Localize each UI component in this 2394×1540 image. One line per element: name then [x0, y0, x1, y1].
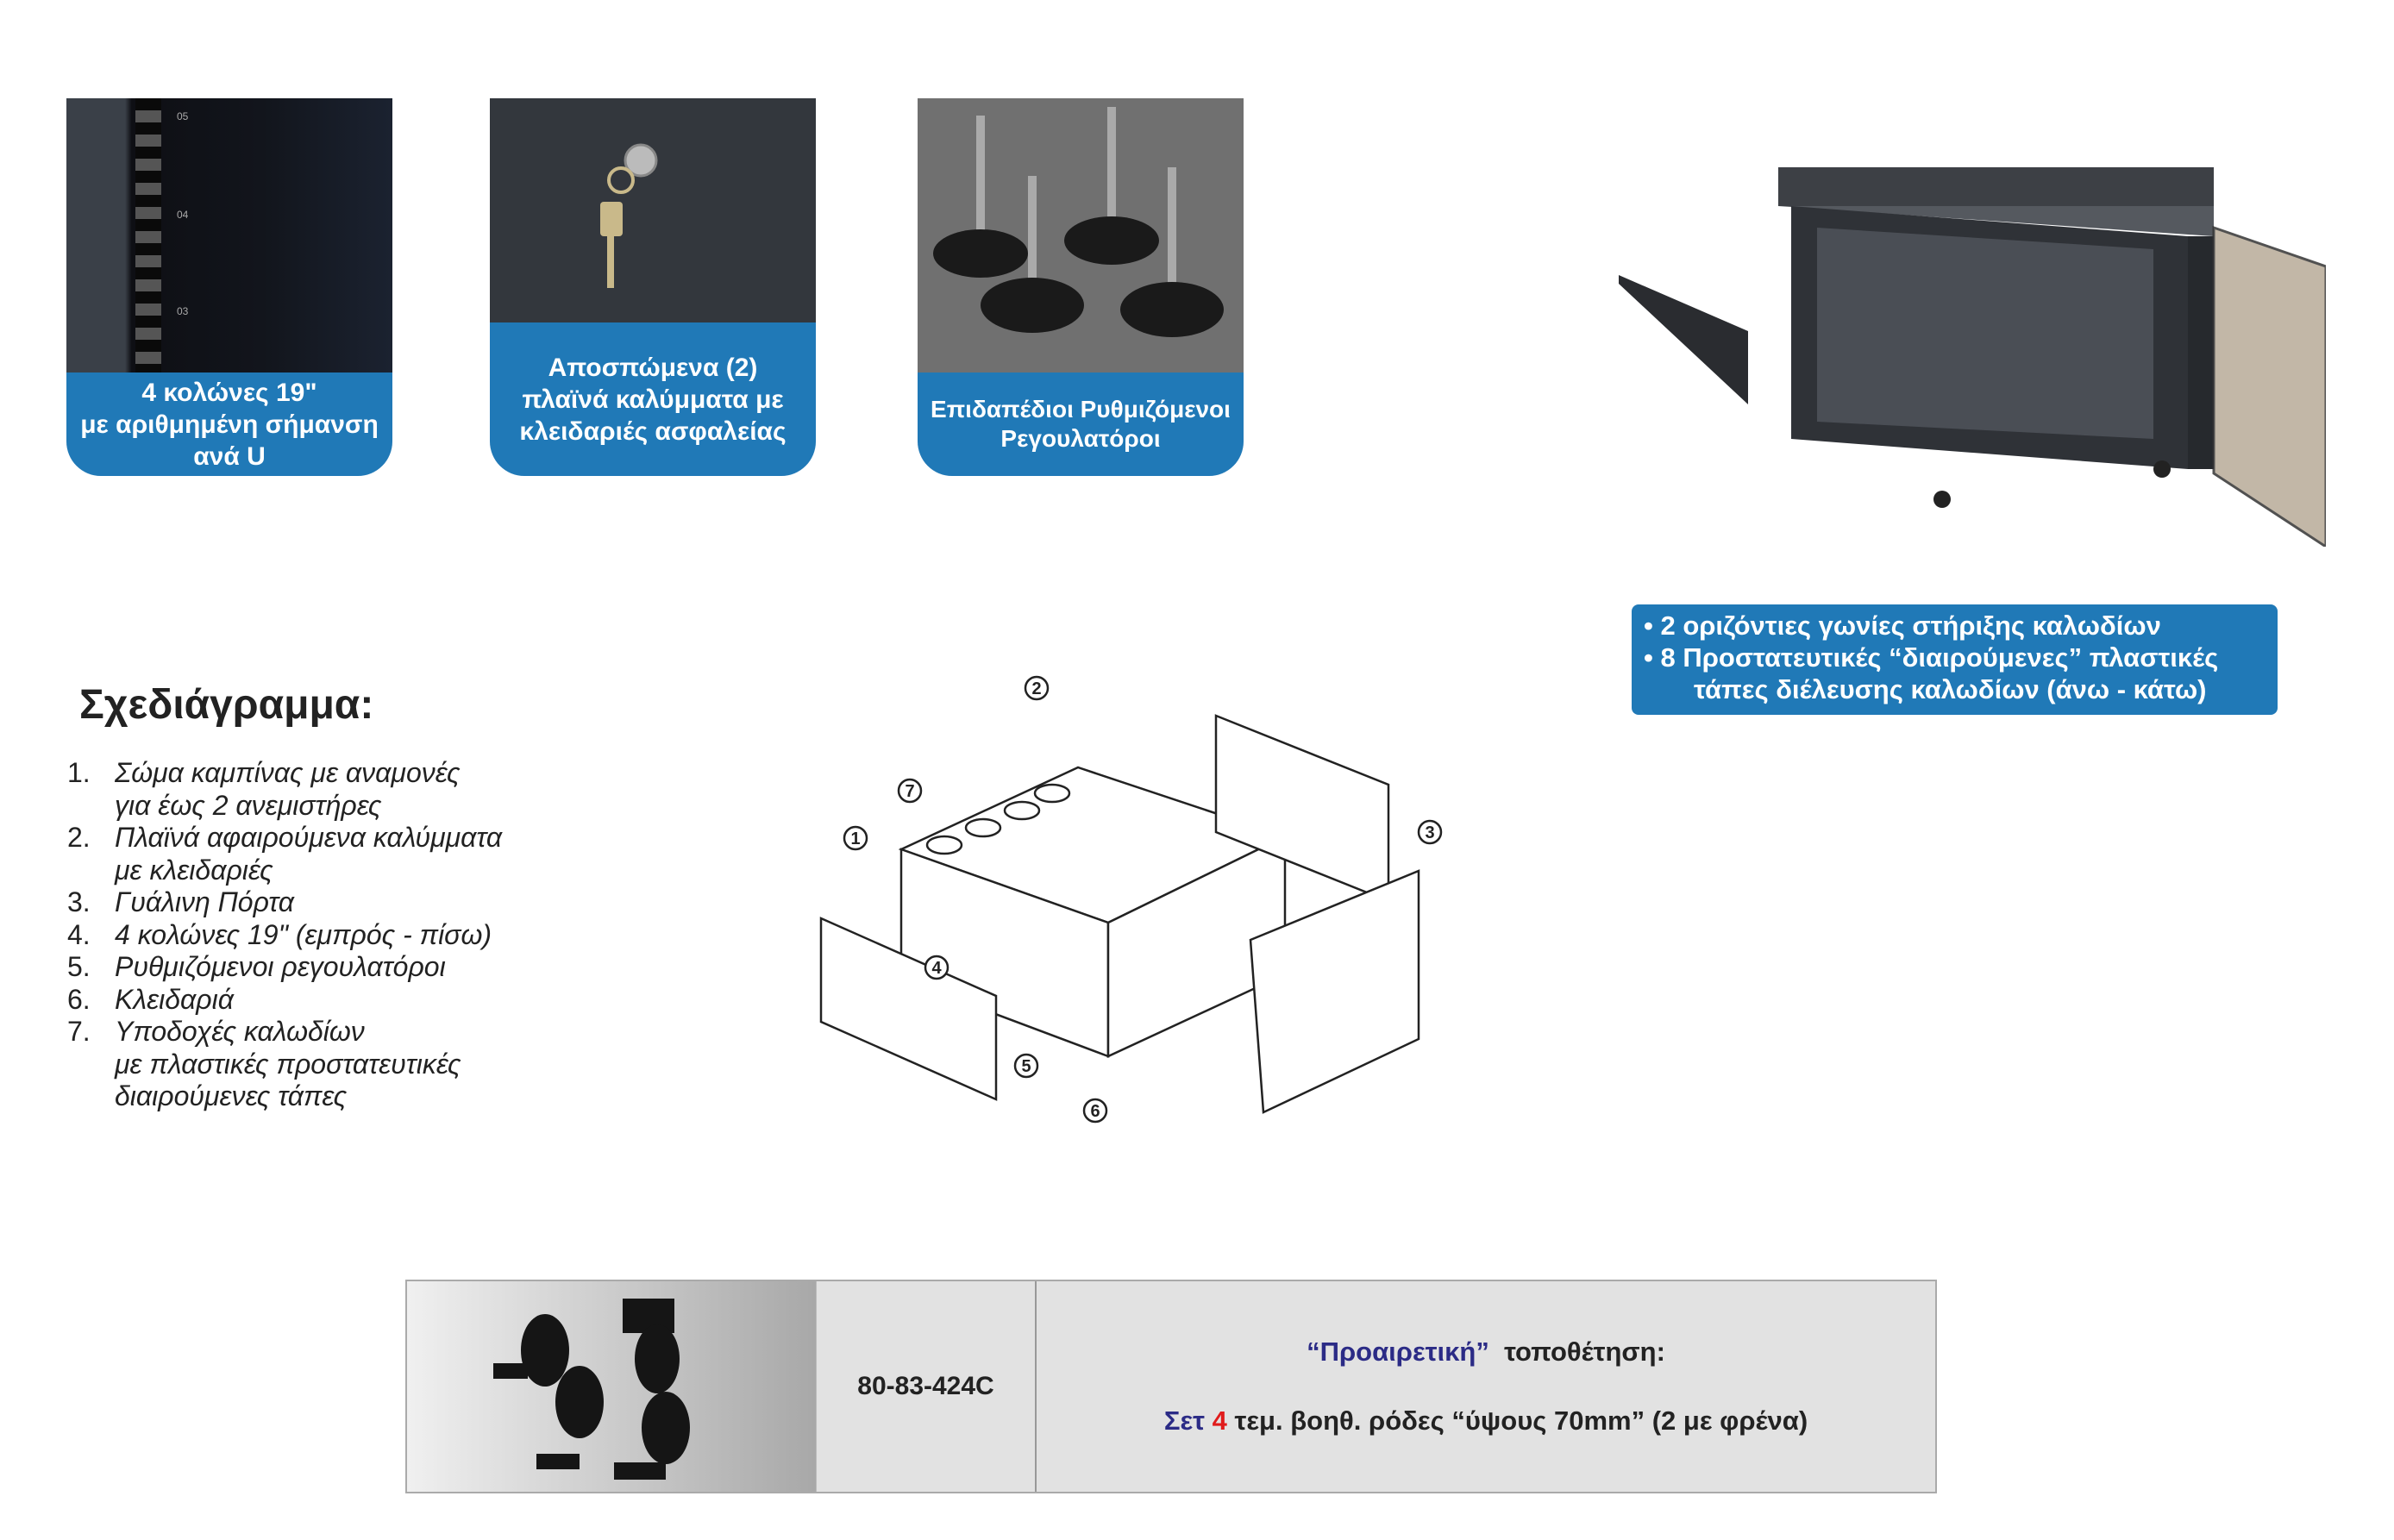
parts-list-item: 4.4 κολώνες 19" (εμπρός - πίσω) [67, 918, 492, 950]
parts-list-item: διαιρούμενες τάπες [115, 1080, 348, 1111]
highlight-item: • 8 Προστατευτικές “διαιρούμενες” πλαστι… [1644, 642, 2219, 673]
highlight-item: • 2 οριζόντιες γωνίες στήριξης καλωδίων [1644, 610, 2161, 641]
callout-number: 1 [850, 829, 860, 848]
parts-list-item: 6.Κλειδαριά [67, 983, 234, 1015]
exploded-diagram: 1 2 3 4 5 6 7 [819, 675, 1443, 1124]
callout-marker [843, 825, 868, 851]
callout-number: 3 [1425, 823, 1434, 842]
callout-marker [924, 955, 949, 980]
callout-number: 4 [931, 959, 942, 978]
callout-number: 7 [905, 782, 914, 801]
parts-list-item: 2.Πλαϊνά αφαιρούμενα καλύμματα [67, 822, 503, 853]
rail-label: 04 [177, 209, 189, 221]
callout-number: 2 [1031, 679, 1041, 698]
feature-card-rails: 05 04 03 4 κολώνες 19"με αριθμημένη σήμα… [66, 98, 392, 476]
callout-number: 6 [1090, 1102, 1100, 1121]
rail-label: 05 [177, 110, 189, 122]
parts-list-item: 5.Ρυθμιζόμενοι ρεγουλατόροι [67, 951, 446, 982]
callout-marker [1417, 819, 1443, 845]
parts-list-item: 1.Σώμα καμπίνας με αναμονές [67, 757, 461, 788]
callout-marker [1082, 1098, 1108, 1124]
cabinet-photo [1619, 167, 2326, 547]
casters-photo [407, 1281, 817, 1492]
callout-marker [1013, 1053, 1039, 1079]
accessory-table: 80-83-424C “Προαιρετική” τοποθέτηση: Σετ… [405, 1280, 1937, 1493]
callout-marker [897, 778, 923, 804]
parts-list-item: 3.Γυάλινη Πόρτα [67, 886, 294, 917]
accessory-description: “Προαιρετική” τοποθέτηση: Σετ 4 τεμ. βοη… [1163, 1337, 1808, 1436]
key-lock-photo [490, 98, 816, 322]
highlights-box: • 2 οριζόντιες γωνίες στήριξης καλωδίων … [1632, 604, 2278, 715]
parts-list-item: με πλαστικές προστατευτικές [115, 1048, 461, 1080]
highlight-item: τάπες διέλευσης καλωδίων (άνω - κάτω) [1694, 674, 2207, 704]
callout-number: 5 [1021, 1057, 1031, 1076]
parts-list-item: με κλειδαριές [115, 854, 273, 886]
diagram-title: Σχεδιάγραμμα: [79, 682, 374, 728]
parts-list-item: για έως 2 ανεμιστήρες [115, 789, 382, 821]
rail-label: 03 [177, 305, 189, 317]
callout-marker [1024, 675, 1050, 701]
rails-photo: 05 04 03 [66, 98, 392, 372]
levelers-photo [918, 98, 1244, 372]
parts-list-item: 7.Υποδοχές καλωδίων [67, 1016, 365, 1047]
product-code: 80-83-424C [817, 1281, 1037, 1492]
